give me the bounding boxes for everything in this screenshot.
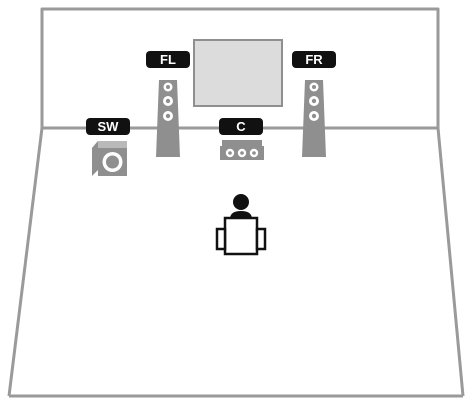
speaker-label-sw: SW	[86, 118, 130, 135]
speaker-label-c: C	[219, 118, 263, 135]
floor-standing-speaker-icon	[302, 80, 326, 157]
floor-standing-speaker-icon	[156, 80, 180, 157]
sw-label-text: SW	[98, 119, 120, 134]
speaker-center: C	[219, 118, 264, 160]
speaker-front-left: FL	[146, 51, 190, 157]
speaker-label-fl: FL	[146, 51, 190, 68]
listener-in-chair-icon	[217, 194, 265, 254]
tv-screen-icon	[194, 40, 282, 106]
subwoofer-icon	[92, 141, 127, 176]
speaker-subwoofer: SW	[86, 118, 130, 176]
fl-label-text: FL	[160, 52, 176, 67]
c-label-text: C	[236, 119, 246, 134]
speaker-label-fr: FR	[292, 51, 336, 68]
center-speaker-icon	[220, 140, 264, 160]
speaker-front-right: FR	[292, 51, 336, 157]
fr-label-text: FR	[305, 52, 323, 67]
left-floor-edge	[9, 128, 42, 396]
right-floor-edge	[438, 128, 463, 396]
